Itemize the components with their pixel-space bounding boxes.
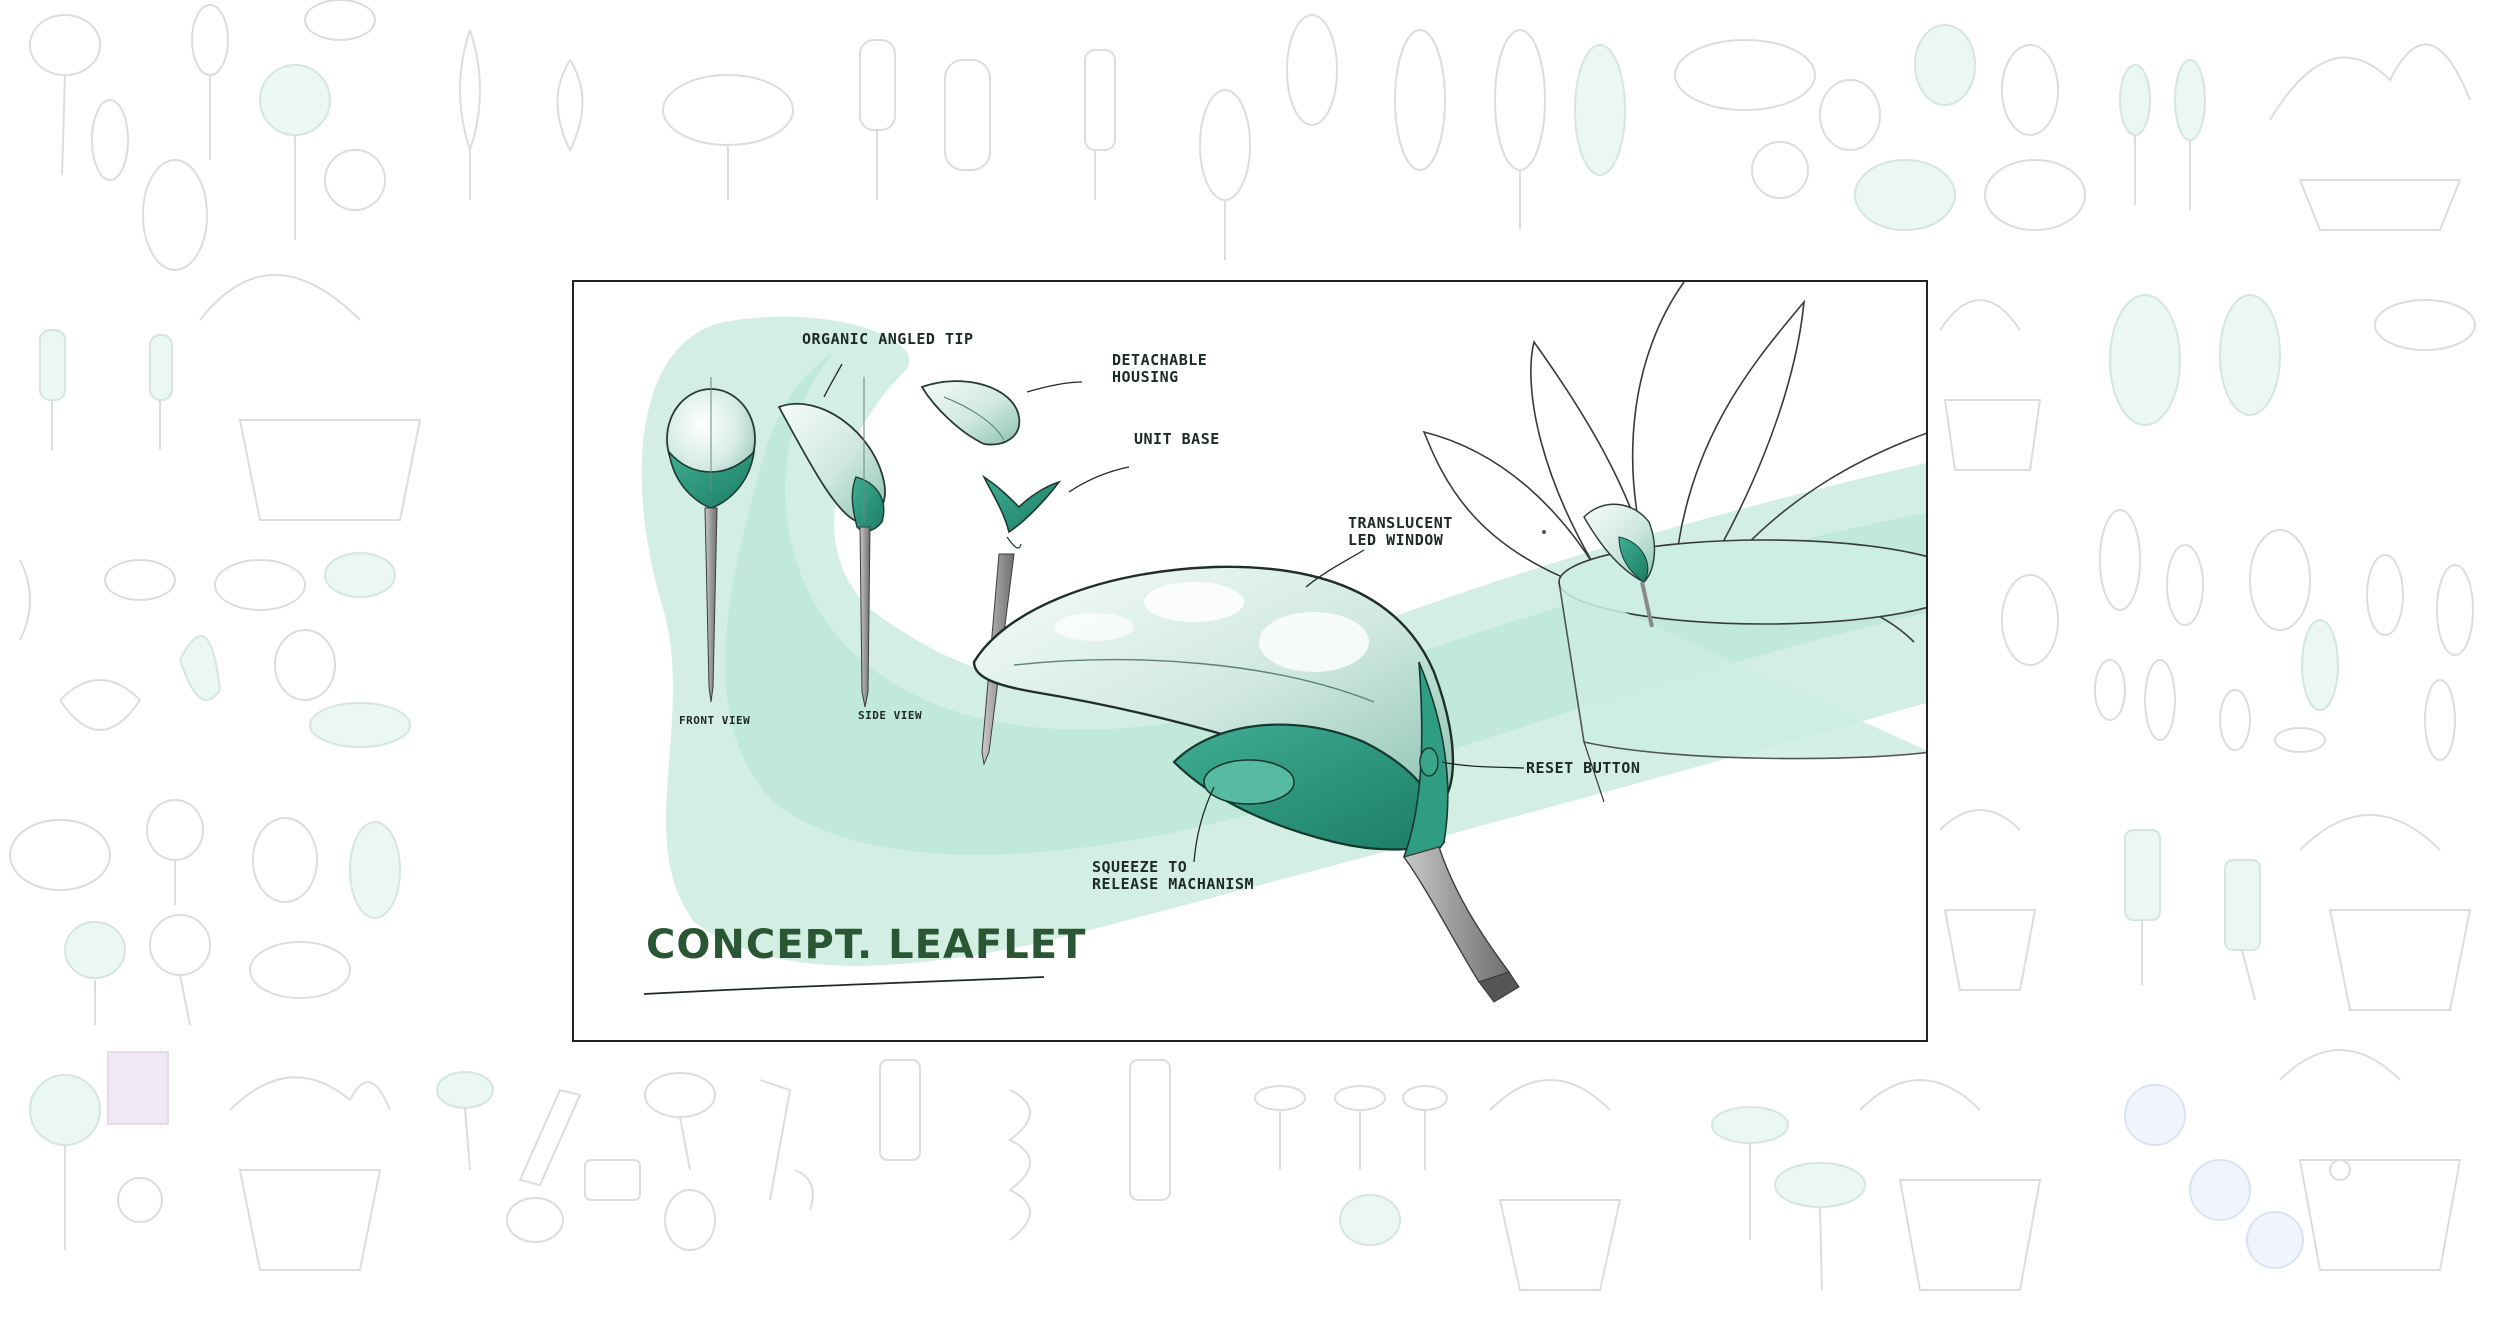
potted-plant-sketch <box>1422 282 1926 803</box>
bg-sketch-bottom-row <box>436 1059 2042 1291</box>
callout-translucent-line2: LED WINDOW <box>1348 531 1444 549</box>
caption-front-view: FRONT VIEW <box>679 714 751 727</box>
callout-detachable-housing-line2: HOUSING <box>1112 368 1179 386</box>
callout-organic-angled-tip: ORGANIC ANGLED TIP <box>802 330 974 348</box>
caption-side-view: SIDE VIEW <box>858 709 923 722</box>
concept-title: CONCEPT. LEAFLET <box>646 922 1087 968</box>
main-leaflet-unit <box>972 553 1520 1003</box>
unit-base-piece <box>981 474 1062 549</box>
side-view-unit <box>777 377 886 708</box>
mint-brush-wash <box>641 316 1926 966</box>
callout-reset-button: RESET BUTTON <box>1526 759 1641 777</box>
callout-squeeze-line1: SQUEEZE TO <box>1092 858 1188 876</box>
detachable-housing-piece <box>920 380 1021 446</box>
concept-board: ORGANIC ANGLED TIP DETACHABLE HOUSING UN… <box>572 280 1928 1042</box>
callout-detachable-housing-line1: DETACHABLE <box>1112 351 1208 369</box>
bg-sketch-right-column <box>1939 294 2476 1271</box>
callout-squeeze-line2: RELEASE MACHANISM <box>1092 875 1255 893</box>
bg-sketch-top-row <box>29 0 2471 271</box>
callout-unit-base: UNIT BASE <box>1134 430 1220 448</box>
callout-translucent-line1: TRANSLUCENT <box>1348 514 1453 532</box>
bg-sketch-left-column <box>9 274 422 1271</box>
callout-leader-lines <box>643 363 1525 995</box>
front-view-unit <box>666 377 756 703</box>
concept-illustration <box>641 282 1926 1003</box>
